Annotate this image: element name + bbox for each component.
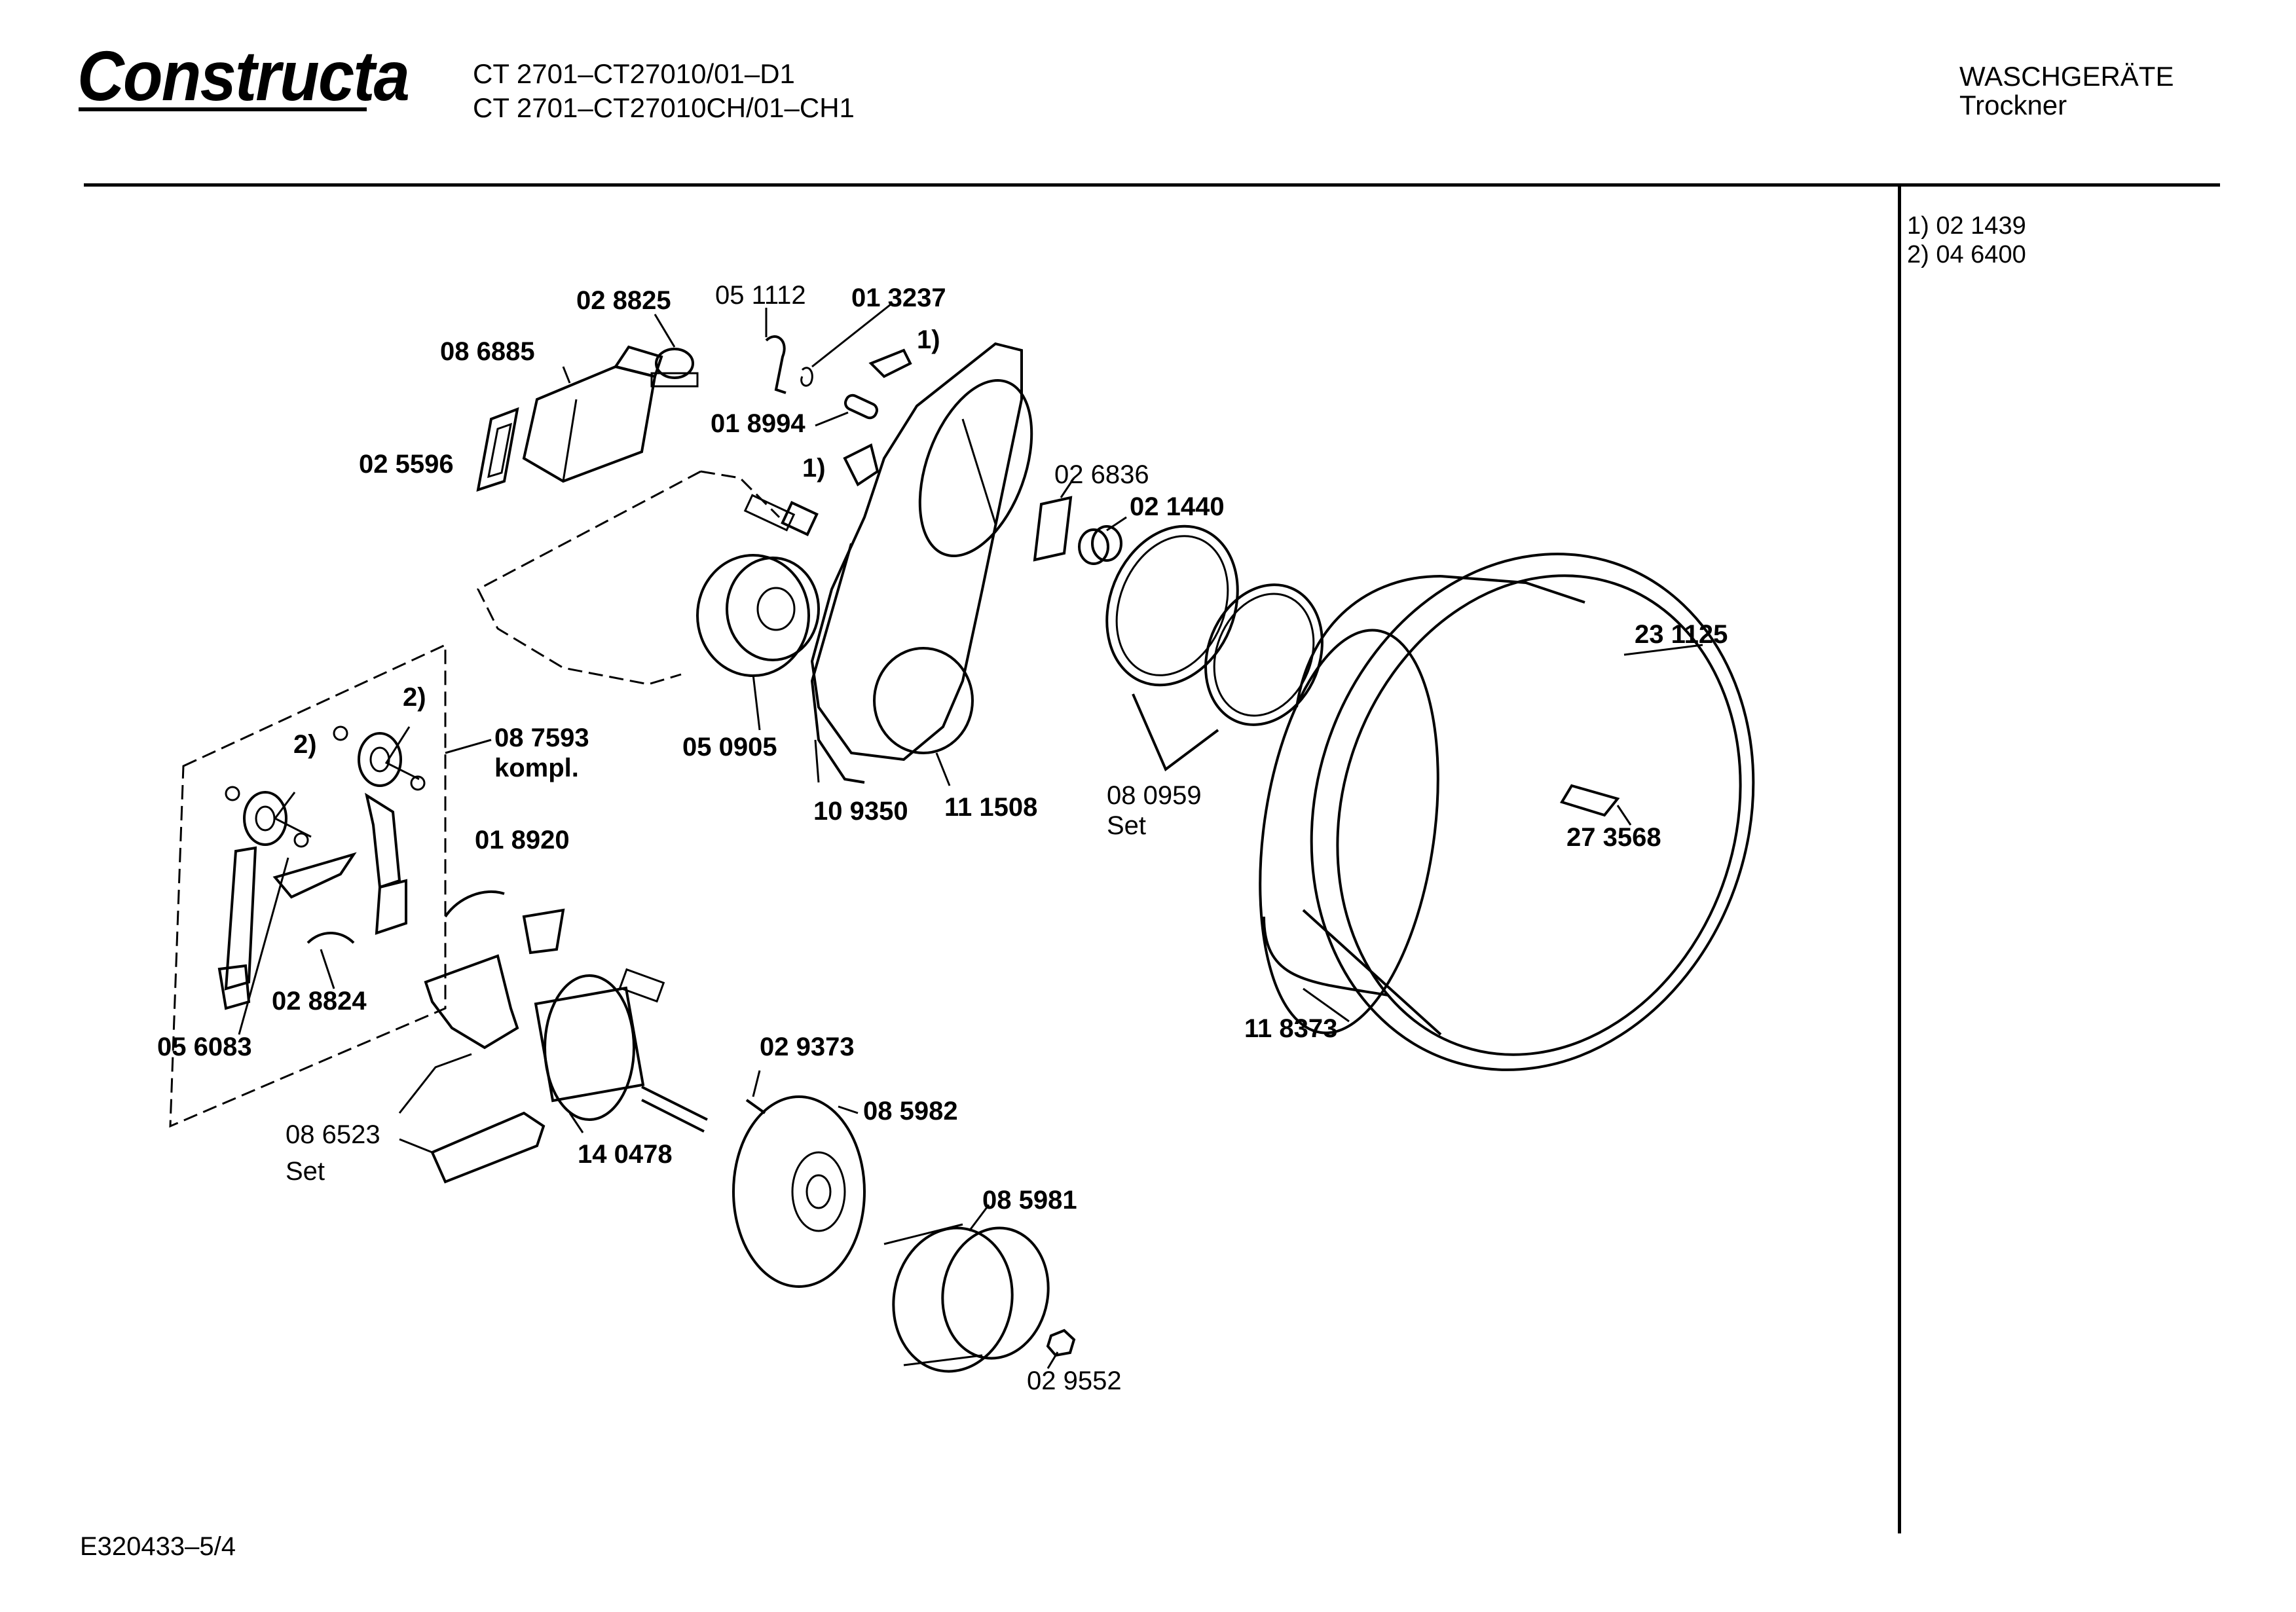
part-label-026836: 02 6836 bbox=[1054, 460, 1149, 489]
footnote-2: 2) 04 6400 bbox=[1907, 241, 2026, 268]
fan-cover-part bbox=[732, 1095, 866, 1288]
part-label-086523-set: Set bbox=[286, 1157, 325, 1186]
switch-bracket-part bbox=[375, 879, 407, 935]
screw-part bbox=[745, 1099, 766, 1114]
model-line-1: CT 2701–CT27010/01–D1 bbox=[473, 58, 795, 89]
thermostat-part bbox=[650, 348, 699, 388]
pulley-wheel-part bbox=[225, 725, 426, 848]
drum-lifter-part bbox=[1559, 784, 1620, 817]
brand-logo: Constructa bbox=[77, 36, 410, 115]
part-label-025596: 02 5596 bbox=[359, 450, 454, 479]
part-label-080959-set: Set bbox=[1107, 811, 1146, 840]
part-label-231125: 23 1125 bbox=[1635, 620, 1728, 649]
drum-front-ring-part bbox=[1259, 629, 1439, 1035]
nut-part bbox=[1046, 1328, 1076, 1357]
leader-lines bbox=[238, 303, 1703, 1369]
part-label-footnote-1-top: 1) bbox=[917, 325, 940, 354]
dashed-wire-loop bbox=[477, 470, 781, 686]
pulley-fan-part bbox=[696, 554, 820, 677]
spring-part bbox=[306, 932, 355, 944]
part-label-085982: 08 5982 bbox=[863, 1097, 958, 1126]
motor-clip-part bbox=[444, 890, 505, 918]
assembly-frame-dashed bbox=[169, 643, 447, 1128]
brand-logo-underline bbox=[79, 107, 367, 111]
part-labels: 02 8825 05 1112 01 3237 1) 08 6885 01 89… bbox=[157, 281, 1728, 1395]
document-id: E320433–5/4 bbox=[80, 1532, 236, 1561]
pin-part bbox=[843, 394, 879, 420]
part-label-109350: 10 9350 bbox=[813, 797, 908, 826]
motor-switch-part bbox=[522, 908, 565, 955]
footnote-column-divider bbox=[1898, 185, 1901, 1533]
small-bracket-mid-part bbox=[843, 443, 880, 486]
category-title: WASCHGERÄTE bbox=[1959, 61, 2174, 92]
tension-arm-part bbox=[224, 846, 257, 991]
part-label-028825: 02 8825 bbox=[576, 286, 671, 315]
clip-part bbox=[765, 335, 787, 394]
part-label-021440: 02 1440 bbox=[1130, 492, 1225, 521]
part-label-087593: 08 7593 bbox=[494, 724, 589, 752]
small-bracket-top-part bbox=[868, 348, 912, 378]
part-label-085981: 08 5981 bbox=[982, 1186, 1077, 1215]
part-label-118373: 11 8373 bbox=[1244, 1014, 1337, 1043]
part-label-086523: 08 6523 bbox=[286, 1120, 380, 1149]
part-label-029373: 02 9373 bbox=[760, 1033, 855, 1061]
part-label-029552: 02 9552 bbox=[1027, 1366, 1122, 1395]
sensor-plate-part bbox=[1033, 496, 1073, 562]
part-label-111508: 11 1508 bbox=[944, 793, 1037, 822]
gasket-part bbox=[476, 407, 519, 492]
motor-mount-part bbox=[430, 1111, 546, 1184]
motor-cradle-part bbox=[424, 954, 519, 1050]
part-label-018920: 01 8920 bbox=[475, 826, 570, 854]
seal-ring-2-part bbox=[1204, 583, 1324, 726]
part-label-kompl: kompl. bbox=[494, 754, 579, 782]
part-label-051112: 05 1112 bbox=[715, 281, 806, 310]
hinge-bracket-part bbox=[365, 792, 401, 889]
heater-housing-part bbox=[522, 345, 663, 483]
fan-wheel-part bbox=[883, 1223, 1050, 1373]
part-label-050905: 05 0905 bbox=[682, 733, 777, 761]
footnote-1: 1) 02 1439 bbox=[1907, 212, 2026, 240]
part-label-140478: 14 0478 bbox=[578, 1140, 673, 1169]
drive-belt-part bbox=[810, 543, 865, 784]
part-label-273568: 27 3568 bbox=[1566, 823, 1661, 852]
part-label-028824: 02 8824 bbox=[272, 987, 367, 1016]
drum-part bbox=[1259, 553, 1755, 1071]
part-label-056083: 05 6083 bbox=[157, 1033, 252, 1061]
bushing-part bbox=[1078, 525, 1122, 565]
part-label-080959: 08 0959 bbox=[1107, 781, 1202, 810]
part-label-footnote-1-mid: 1) bbox=[802, 454, 826, 483]
part-label-footnote-2-right: 2) bbox=[403, 683, 426, 712]
connector-part bbox=[743, 494, 819, 536]
model-line-2: CT 2701–CT27010CH/01–CH1 bbox=[473, 92, 855, 123]
seal-ring-1-part bbox=[1105, 524, 1239, 687]
part-label-013237: 01 3237 bbox=[851, 284, 946, 312]
header-divider bbox=[84, 183, 2220, 187]
motor-part bbox=[534, 968, 708, 1133]
lever-part bbox=[272, 852, 357, 899]
belt-housing-panel-part bbox=[810, 342, 1033, 761]
part-label-footnote-2-left: 2) bbox=[293, 730, 317, 759]
part-label-086885: 08 6885 bbox=[440, 337, 535, 366]
part-label-018994: 01 8994 bbox=[711, 409, 805, 438]
category-subtitle: Trockner bbox=[1959, 90, 2067, 120]
